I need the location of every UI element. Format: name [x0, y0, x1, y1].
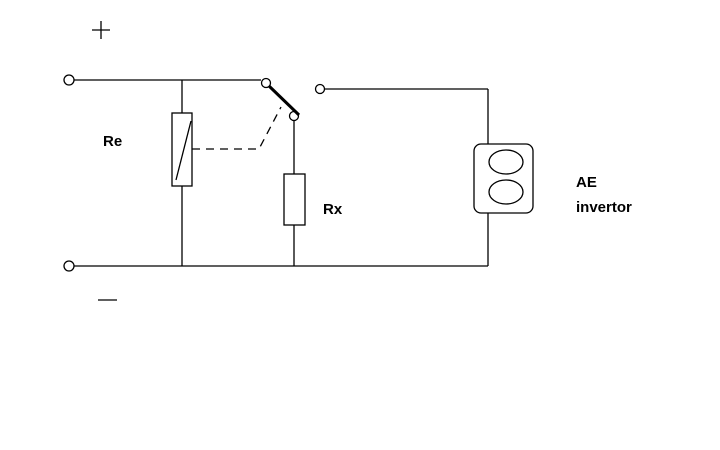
switch-contact-inverter [314, 83, 326, 95]
rx-resistor [283, 173, 306, 226]
inverter-label: invertor [576, 199, 632, 216]
switch-contact-rx [288, 110, 300, 122]
positive-terminal [63, 74, 75, 86]
re-label: Re [103, 133, 123, 150]
ae-label: AE [576, 174, 597, 191]
inverter-upper-element [488, 149, 524, 175]
re-variable-arrow [175, 120, 192, 181]
switch-pivot-contact [260, 77, 272, 89]
re-resistor [171, 112, 193, 187]
rx-label: Rx [323, 201, 343, 218]
coupling-dashed-line [192, 106, 282, 150]
switch-blade [267, 84, 301, 117]
negative-terminal [63, 260, 75, 272]
inverter-device [473, 143, 534, 214]
inverter-lower-element [488, 179, 524, 205]
